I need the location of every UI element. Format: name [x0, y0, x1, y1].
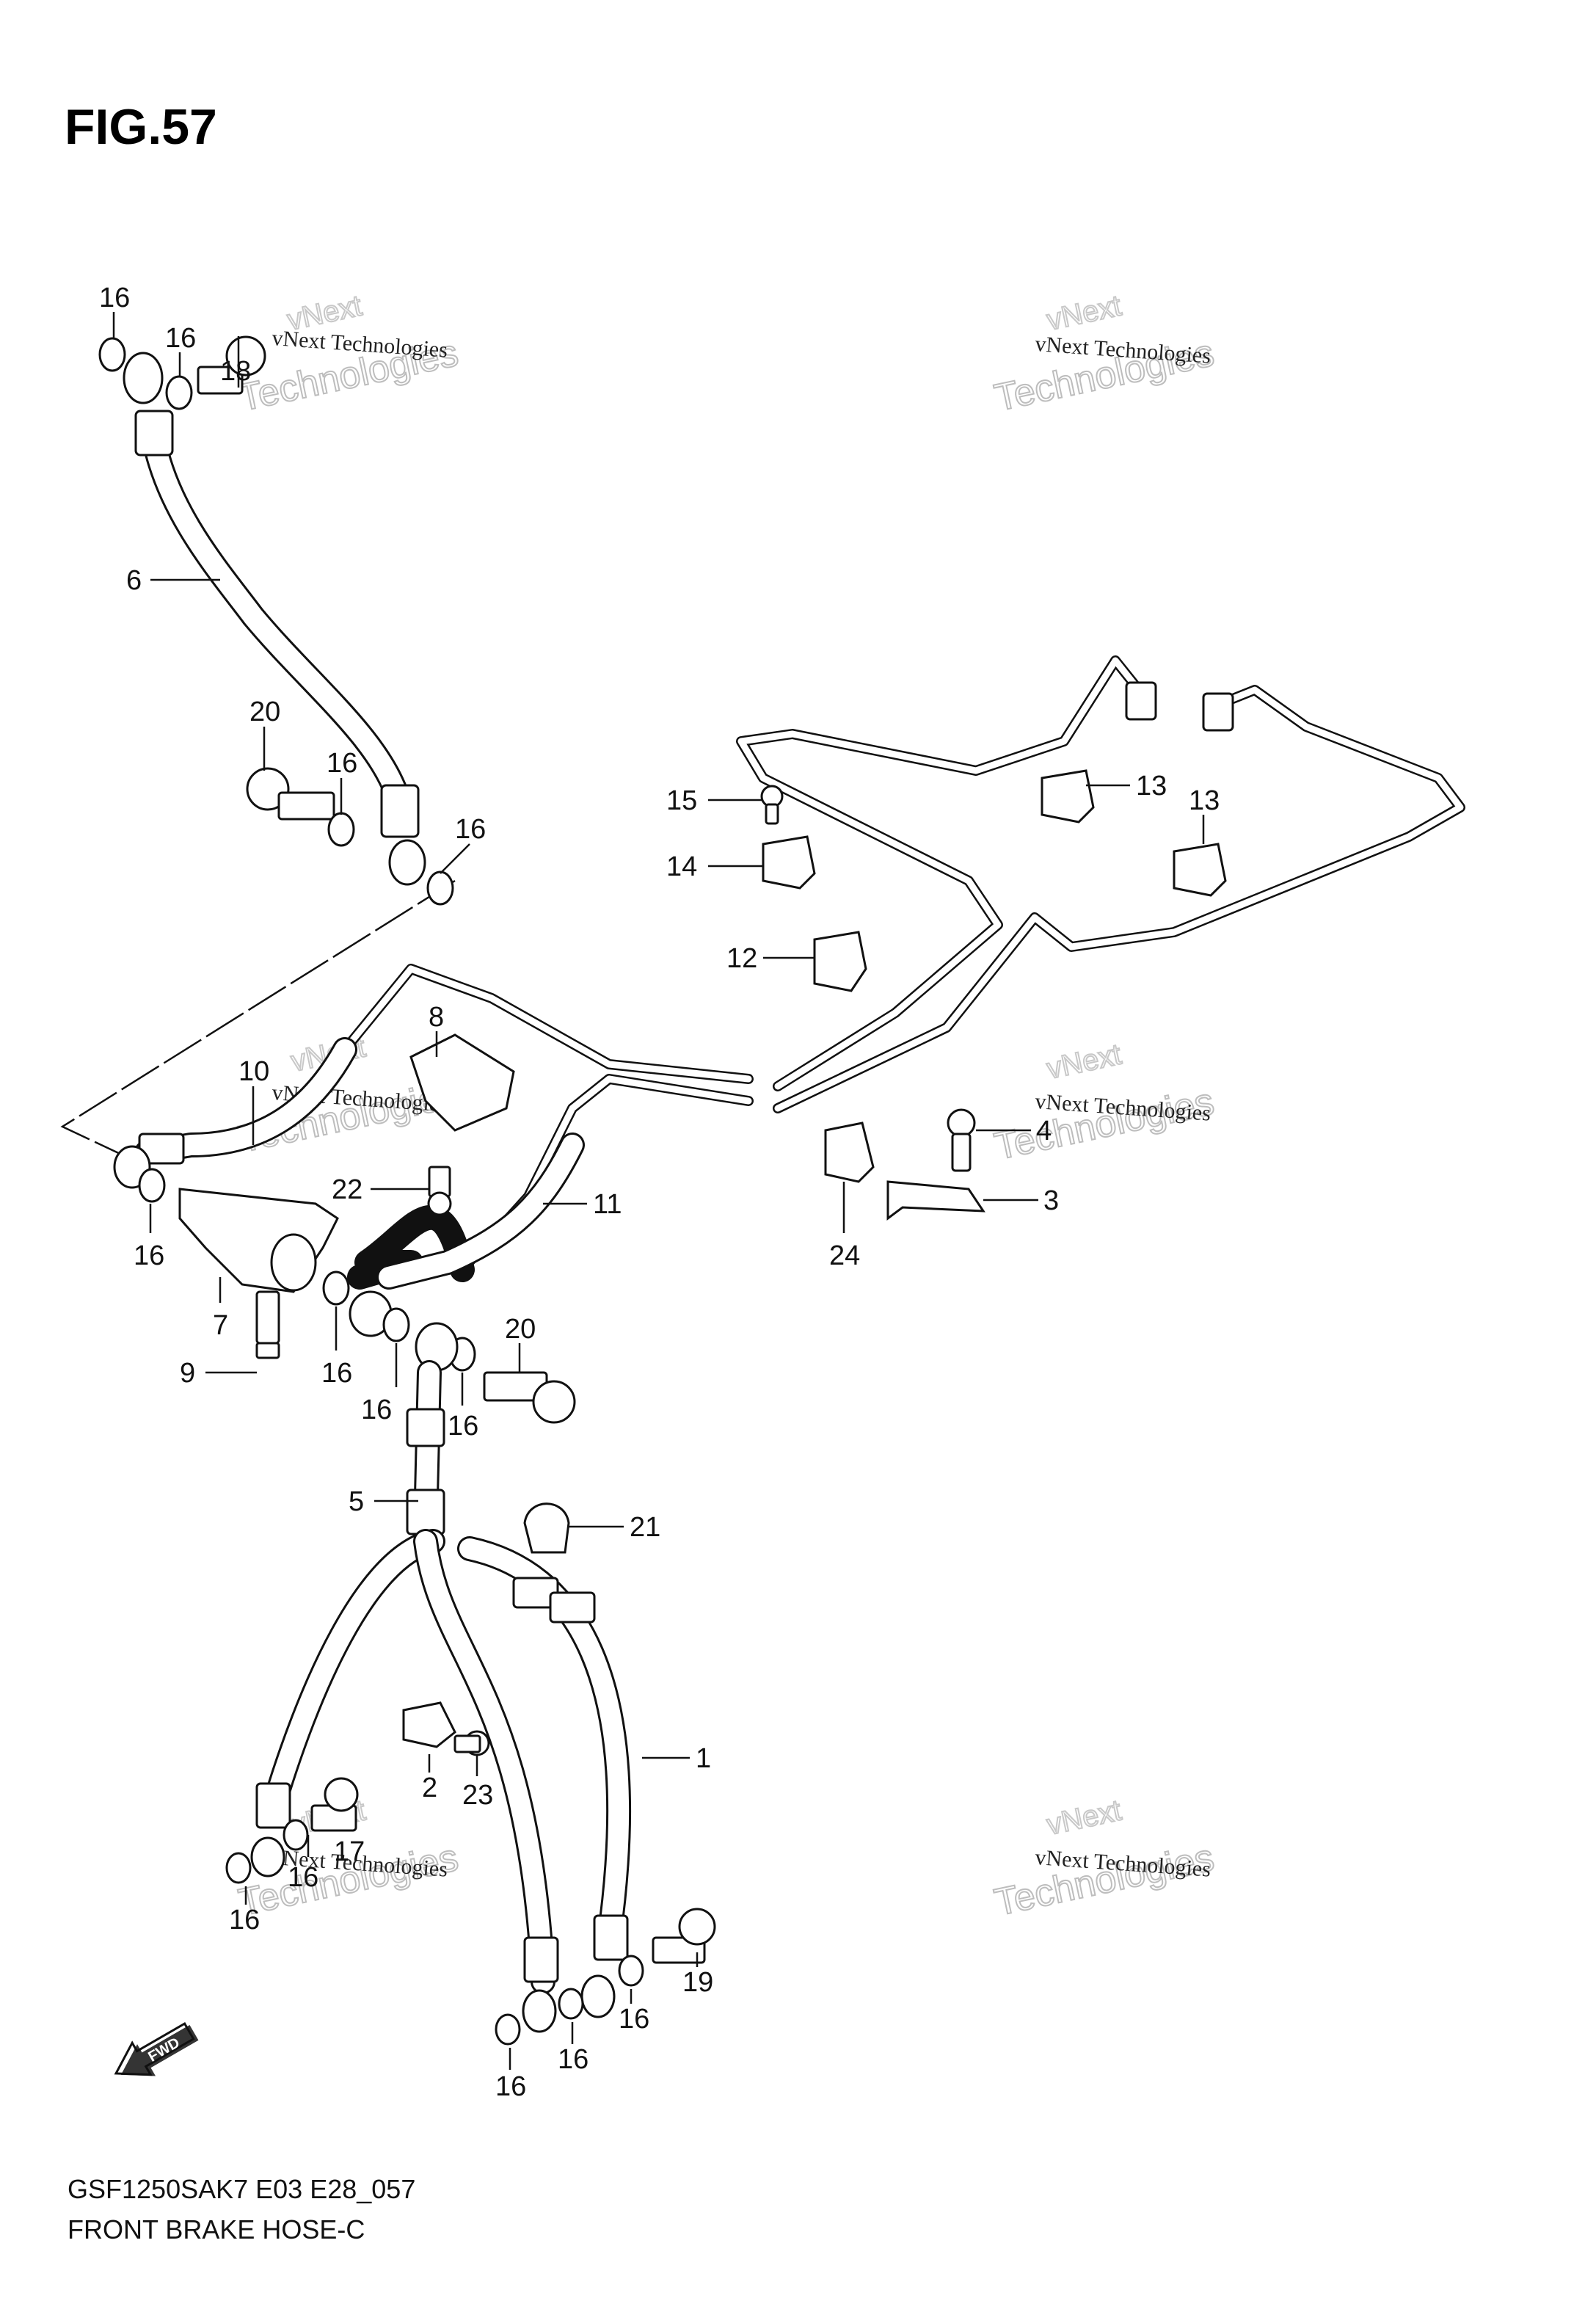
washer-16: [558, 1988, 584, 2020]
bracket-3: [886, 1180, 985, 1221]
callout-labels: 16 16 18 6 20 16 16 15 14 13 13 12 8 10 …: [99, 283, 1220, 2102]
brake-joint-7: [178, 1188, 339, 1359]
callout: 18: [220, 356, 251, 387]
washer-16: [495, 2013, 521, 2046]
washer-16: [98, 337, 126, 372]
callout: 12: [726, 943, 757, 974]
brake-hose-10: [113, 1037, 357, 1189]
callout: 16: [134, 1240, 164, 1271]
callout: 16: [619, 2004, 649, 2035]
callout: 16: [229, 1905, 260, 1935]
callout: 20: [249, 697, 280, 727]
washer-16: [138, 1168, 166, 1203]
brake-pipe-assembly: [340, 655, 1465, 1275]
bracket-8: [409, 1033, 515, 1216]
callout: 16: [495, 2071, 526, 2102]
callout: 6: [126, 565, 142, 596]
callout: 14: [666, 851, 697, 882]
callout: 13: [1189, 785, 1220, 816]
washer-16: [382, 1307, 410, 1342]
callout: 1: [696, 1743, 711, 1774]
callout: 7: [213, 1310, 228, 1341]
banjo-bolt-20-lower: [483, 1371, 576, 1424]
watermark-brand: vNext: [1044, 1039, 1124, 1086]
bolt-4: [947, 1108, 976, 1172]
callout: 16: [558, 2044, 589, 2075]
callout: 24: [829, 1240, 860, 1271]
washer-16: [327, 812, 355, 847]
watermark-bottom-right: vNext Technologies vNext Technologies: [990, 1794, 1218, 1925]
washer-16: [322, 1270, 350, 1306]
model-code: GSF1250SAK7 E03 E28_057: [68, 2174, 415, 2204]
callout: 5: [349, 1486, 364, 1517]
banjo-bolt-19: [652, 1908, 716, 1964]
banjo-bolt-18: [197, 335, 266, 395]
callout: 11: [593, 1189, 622, 1220]
bolt-15: [760, 785, 784, 825]
leader-lines: [112, 312, 1205, 2070]
clamp-12: [813, 931, 867, 992]
washer-16: [283, 1819, 309, 1851]
watermark-top-right: vNext Technologies vNext Technologies: [990, 289, 1218, 421]
callout: 23: [462, 1780, 493, 1811]
clamp-13: [1041, 769, 1095, 824]
washer-16: [618, 1955, 644, 1987]
clamp-21: [523, 1502, 570, 1554]
figure-title: FIG.57: [65, 99, 217, 155]
banjo-bolt-17: [310, 1777, 359, 1832]
callout: 16: [288, 1862, 318, 1893]
callout: 13: [1136, 771, 1167, 801]
callout: 22: [332, 1174, 362, 1205]
callout: 8: [429, 1002, 444, 1033]
callout: 15: [666, 785, 697, 816]
clamp-13: [1173, 843, 1227, 897]
brake-hose-11: [347, 1133, 585, 1337]
watermark-top-left: vNext Technologies vNext Technologies: [234, 289, 462, 421]
callout: 9: [180, 1358, 195, 1389]
watermark-mid-right: vNext Technologies vNext Technologies: [990, 1038, 1218, 1169]
clamp-2: [402, 1701, 456, 1748]
callout: 4: [1036, 1116, 1052, 1146]
banjo-bolt-20-upper: [246, 767, 335, 821]
callout: 20: [505, 1314, 536, 1345]
fwd-arrow-icon: FWD: [114, 2022, 199, 2076]
callout: 16: [165, 323, 196, 354]
callout: 16: [361, 1395, 392, 1425]
callout: 19: [682, 1967, 713, 1998]
brake-hose-1: [250, 1529, 632, 2033]
callout: 16: [448, 1411, 478, 1442]
figure-name: FRONT BRAKE HOSE-C: [68, 2214, 365, 2244]
watermark-brand: vNext: [1044, 290, 1124, 337]
assembly-guide-line: [60, 879, 456, 1157]
callout: 3: [1043, 1185, 1059, 1216]
callout: 21: [630, 1512, 660, 1543]
washer-16: [165, 375, 193, 410]
callout: 16: [327, 748, 357, 779]
clamp-24: [824, 1122, 875, 1183]
clamp-14: [762, 835, 816, 890]
brake-hose-6: [123, 352, 426, 886]
callout: 17: [334, 1836, 365, 1867]
callout: 16: [321, 1358, 352, 1389]
callout: 2: [422, 1773, 437, 1803]
washer-16: [426, 870, 454, 906]
callout: 16: [455, 814, 486, 845]
callout: 10: [238, 1056, 269, 1087]
watermark-brand: vNext: [1044, 1795, 1124, 1842]
washer-16: [225, 1852, 252, 1884]
callout: 16: [99, 283, 130, 313]
bolt-23: [453, 1730, 490, 1756]
